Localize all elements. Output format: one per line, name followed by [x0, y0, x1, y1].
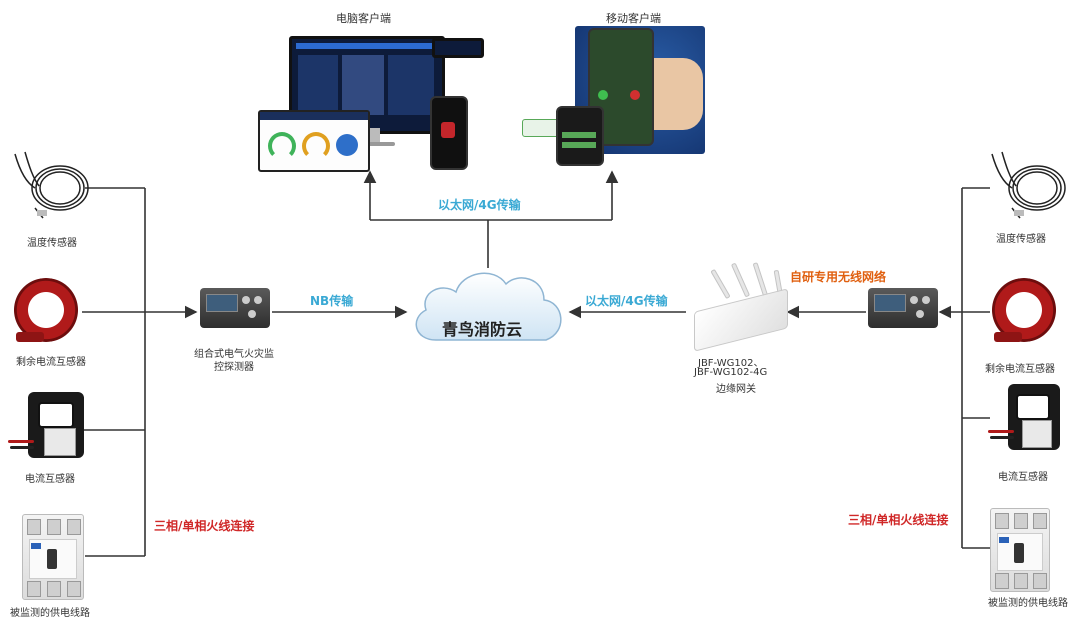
cloud-to-clients-label: 以太网/4G传输 — [438, 198, 521, 212]
gauge-panel — [258, 110, 370, 172]
mobile-client-label: 移动客户端 — [606, 12, 661, 25]
gateway-label-2: JBF-WG102-4G — [694, 367, 768, 378]
left-sensor-label-1: 剩余电流互感器 — [16, 357, 86, 368]
left-sensor-label-0: 温度传感器 — [27, 238, 77, 249]
dashboard-monitor — [289, 36, 445, 134]
right-detector-icon — [868, 288, 938, 328]
temperature-sensor-icon — [14, 151, 89, 219]
gateway-label-3: 边缘网关 — [716, 384, 756, 395]
alarm-phone — [430, 96, 468, 170]
right-sensor-label-0: 温度传感器 — [996, 234, 1046, 245]
pc-client-label: 电脑客户端 — [336, 12, 391, 25]
right-sensor-label-3: 被监测的供电线路 — [988, 598, 1068, 609]
cloud-label: 青鸟消防云 — [442, 320, 523, 339]
left-wiring-bus — [82, 187, 198, 557]
gateway-to-cloud-label: 以太网/4G传输 — [585, 294, 668, 308]
right-wiring-bus — [938, 187, 990, 549]
wireless-network-label: 自研专用无线网络 — [790, 270, 887, 284]
right-wiring-label: 三相/单相火线连接 — [848, 513, 949, 527]
sms-phone — [556, 106, 604, 166]
circuit-breaker-icon — [22, 514, 84, 600]
cloud-icon — [415, 272, 562, 341]
detector-label: 组合式电气火灾监控探测器 — [194, 349, 274, 373]
cloud-to-clients-arrows — [363, 170, 619, 268]
right-sensor-label-1: 剩余电流互感器 — [985, 364, 1055, 375]
right-sensor-label-2: 电流互感器 — [998, 472, 1048, 483]
gateway-label-1: JBF-WG102、 — [698, 358, 764, 369]
left-sensor-label-2: 电流互感器 — [25, 474, 75, 485]
left-sensor-label-3: 被监测的供电线路 — [10, 608, 90, 619]
left-wiring-label: 三相/单相火线连接 — [154, 519, 255, 533]
temperature-sensor-icon — [991, 151, 1066, 219]
dashboard-strip — [432, 38, 484, 58]
circuit-breaker-icon — [990, 508, 1050, 592]
detector-to-cloud-label: NB传输 — [310, 294, 354, 308]
combined-detector-icon — [200, 288, 270, 328]
